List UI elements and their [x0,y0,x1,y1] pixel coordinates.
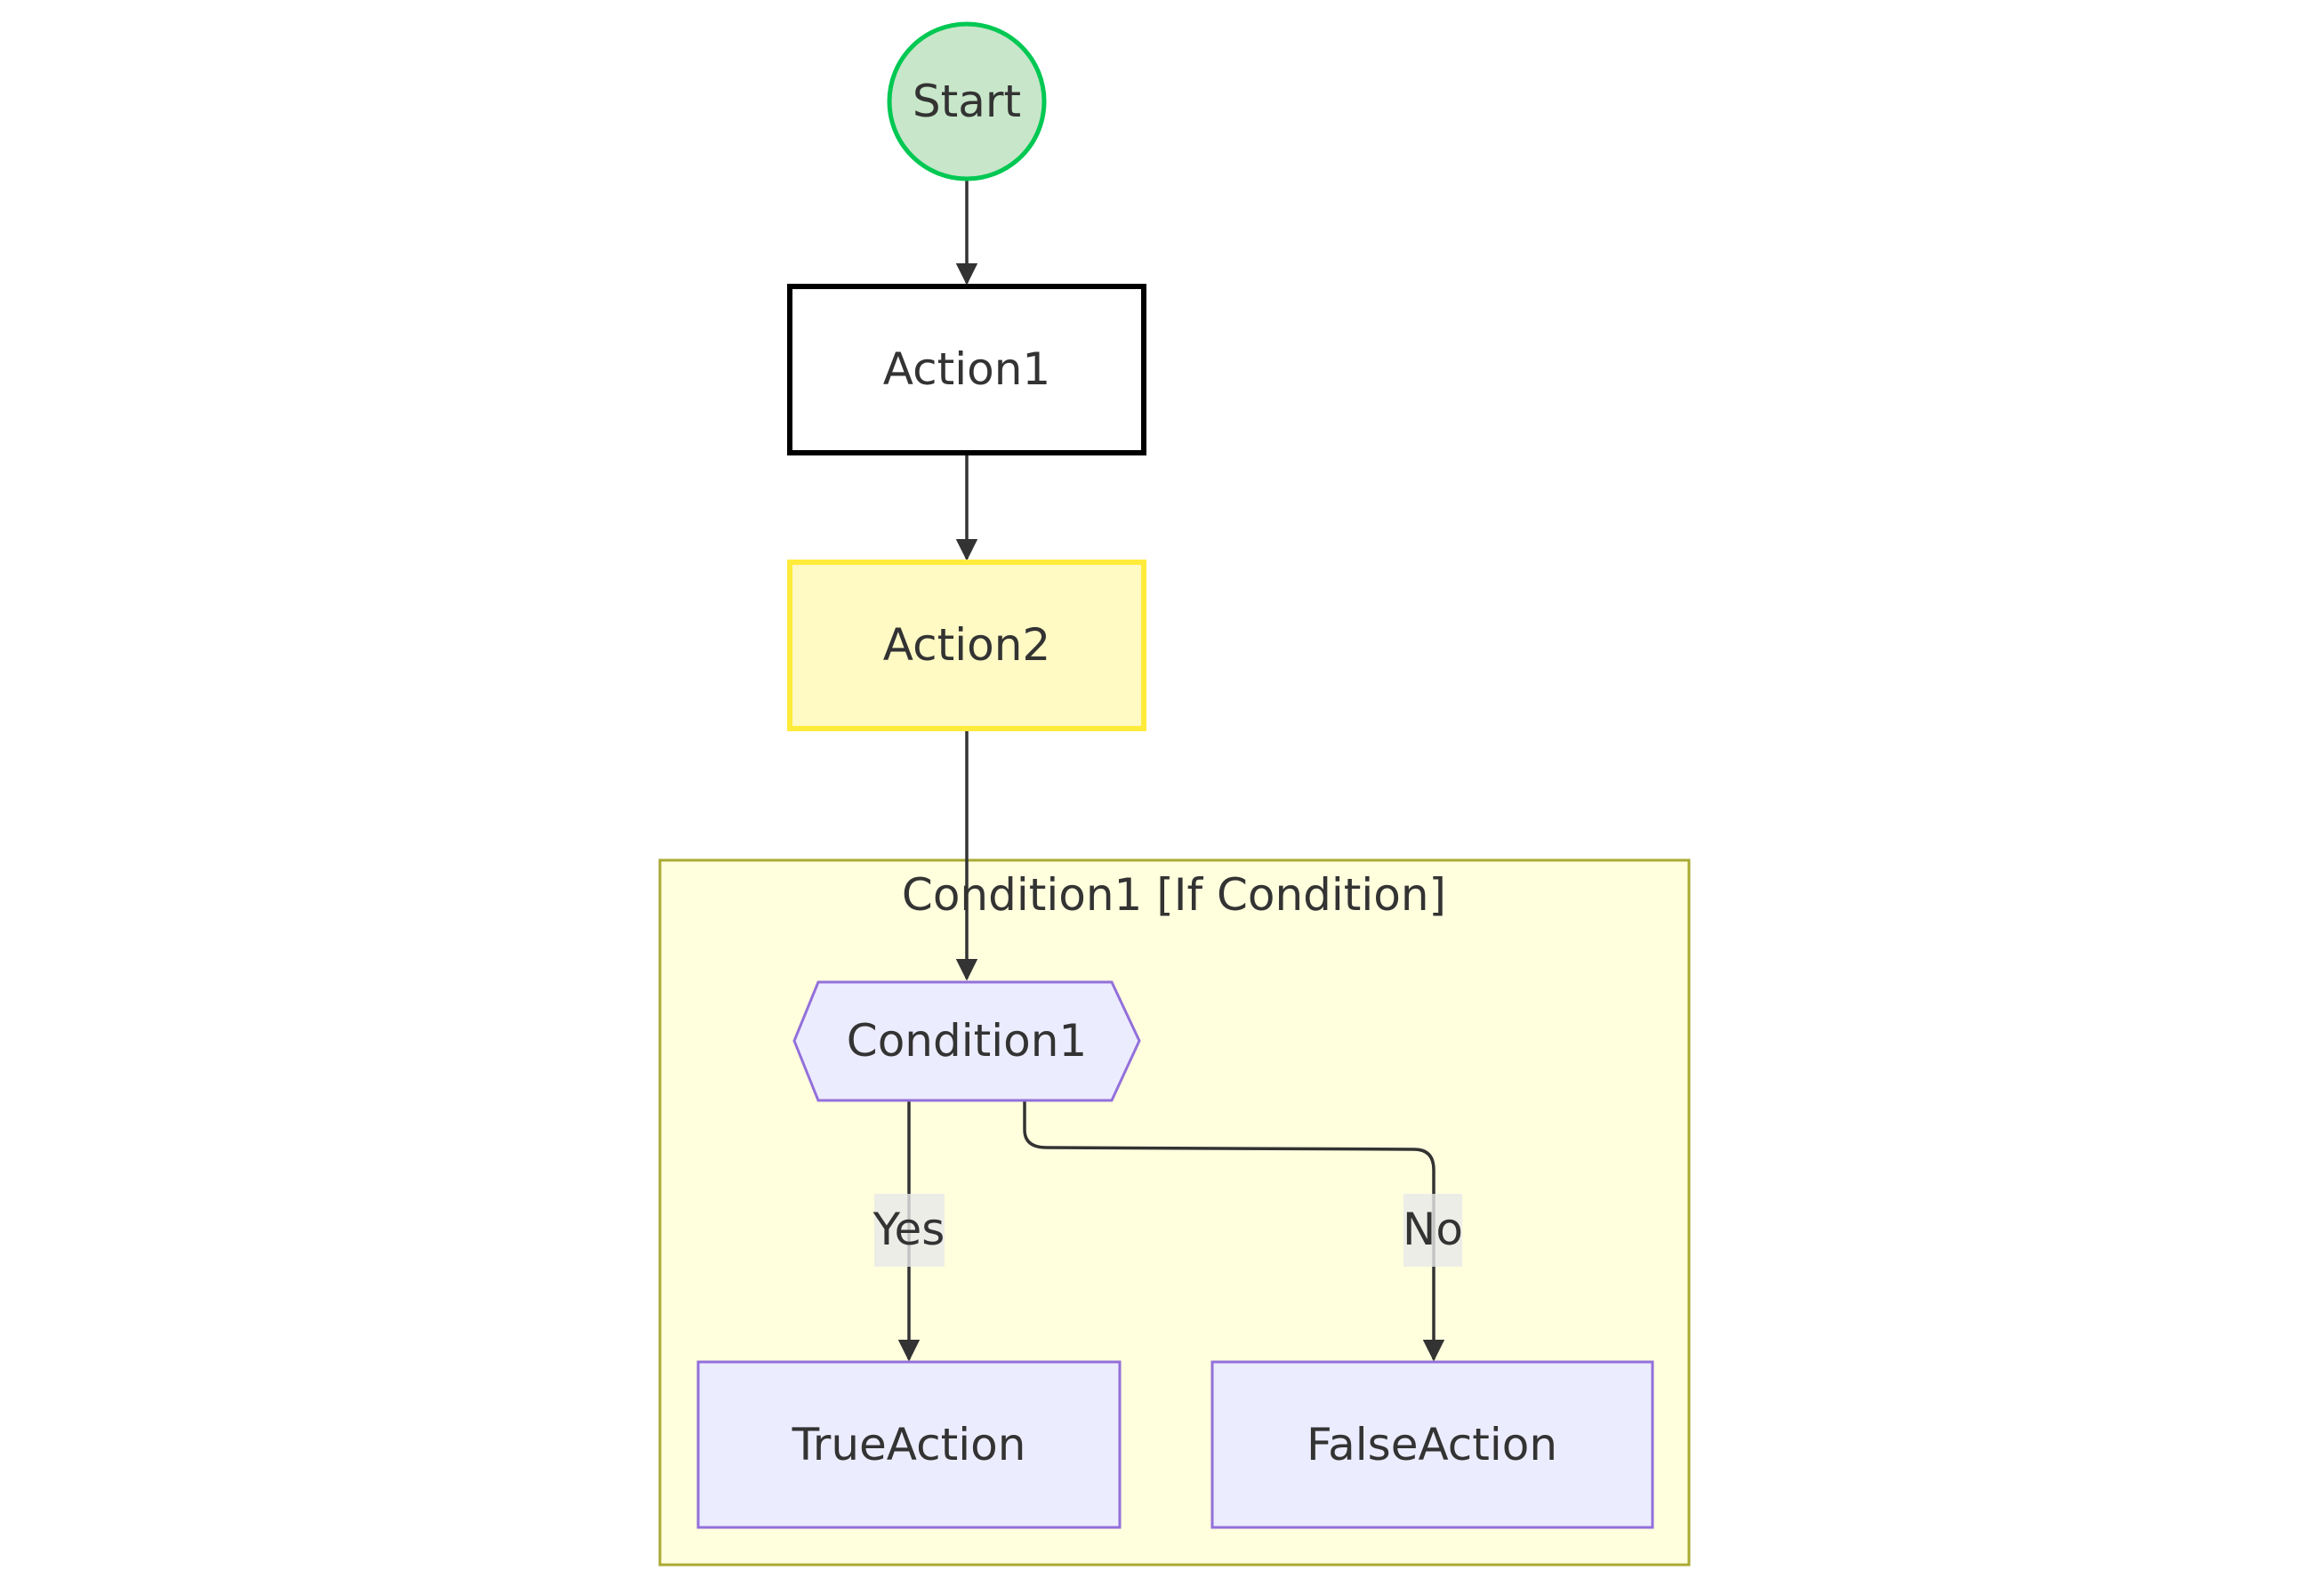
edge-label-no-text: No [1403,1204,1463,1255]
node-action1-label: Action1 [883,343,1050,395]
edge-label-no-bg [1403,1194,1462,1267]
node-action2-shape [787,560,1146,731]
node-falseaction-label: FalseAction [1307,1419,1557,1470]
node-condition1[interactable]: Condition1 [792,980,1141,1102]
edge-condition1-to-falseaction [1023,1101,1445,1362]
node-start-shape [887,21,1047,181]
node-action1-shape [787,284,1146,455]
node-trueaction-label: TrueAction [792,1419,1026,1470]
edge-label-yes-text: Yes [873,1204,945,1255]
edge-label-no: No [1403,1194,1463,1267]
edge-label-yes: Yes [873,1194,945,1267]
node-trueaction-shape [696,1360,1122,1529]
subgraph-title: Condition1 [If Condition] [902,869,1446,921]
node-action1[interactable]: Action1 [787,284,1146,455]
node-action2-label: Action2 [883,619,1050,671]
node-action2[interactable]: Action2 [787,560,1146,731]
node-falseaction[interactable]: FalseAction [1210,1360,1654,1529]
node-falseaction-shape [1210,1360,1654,1529]
node-condition1-label: Condition1 [847,1015,1087,1067]
node-start-label: Start [913,76,1021,127]
node-condition1-shape [792,980,1141,1102]
node-trueaction[interactable]: TrueAction [696,1360,1122,1529]
edge-label-yes-bg [874,1194,945,1267]
node-start[interactable]: Start [887,21,1047,181]
